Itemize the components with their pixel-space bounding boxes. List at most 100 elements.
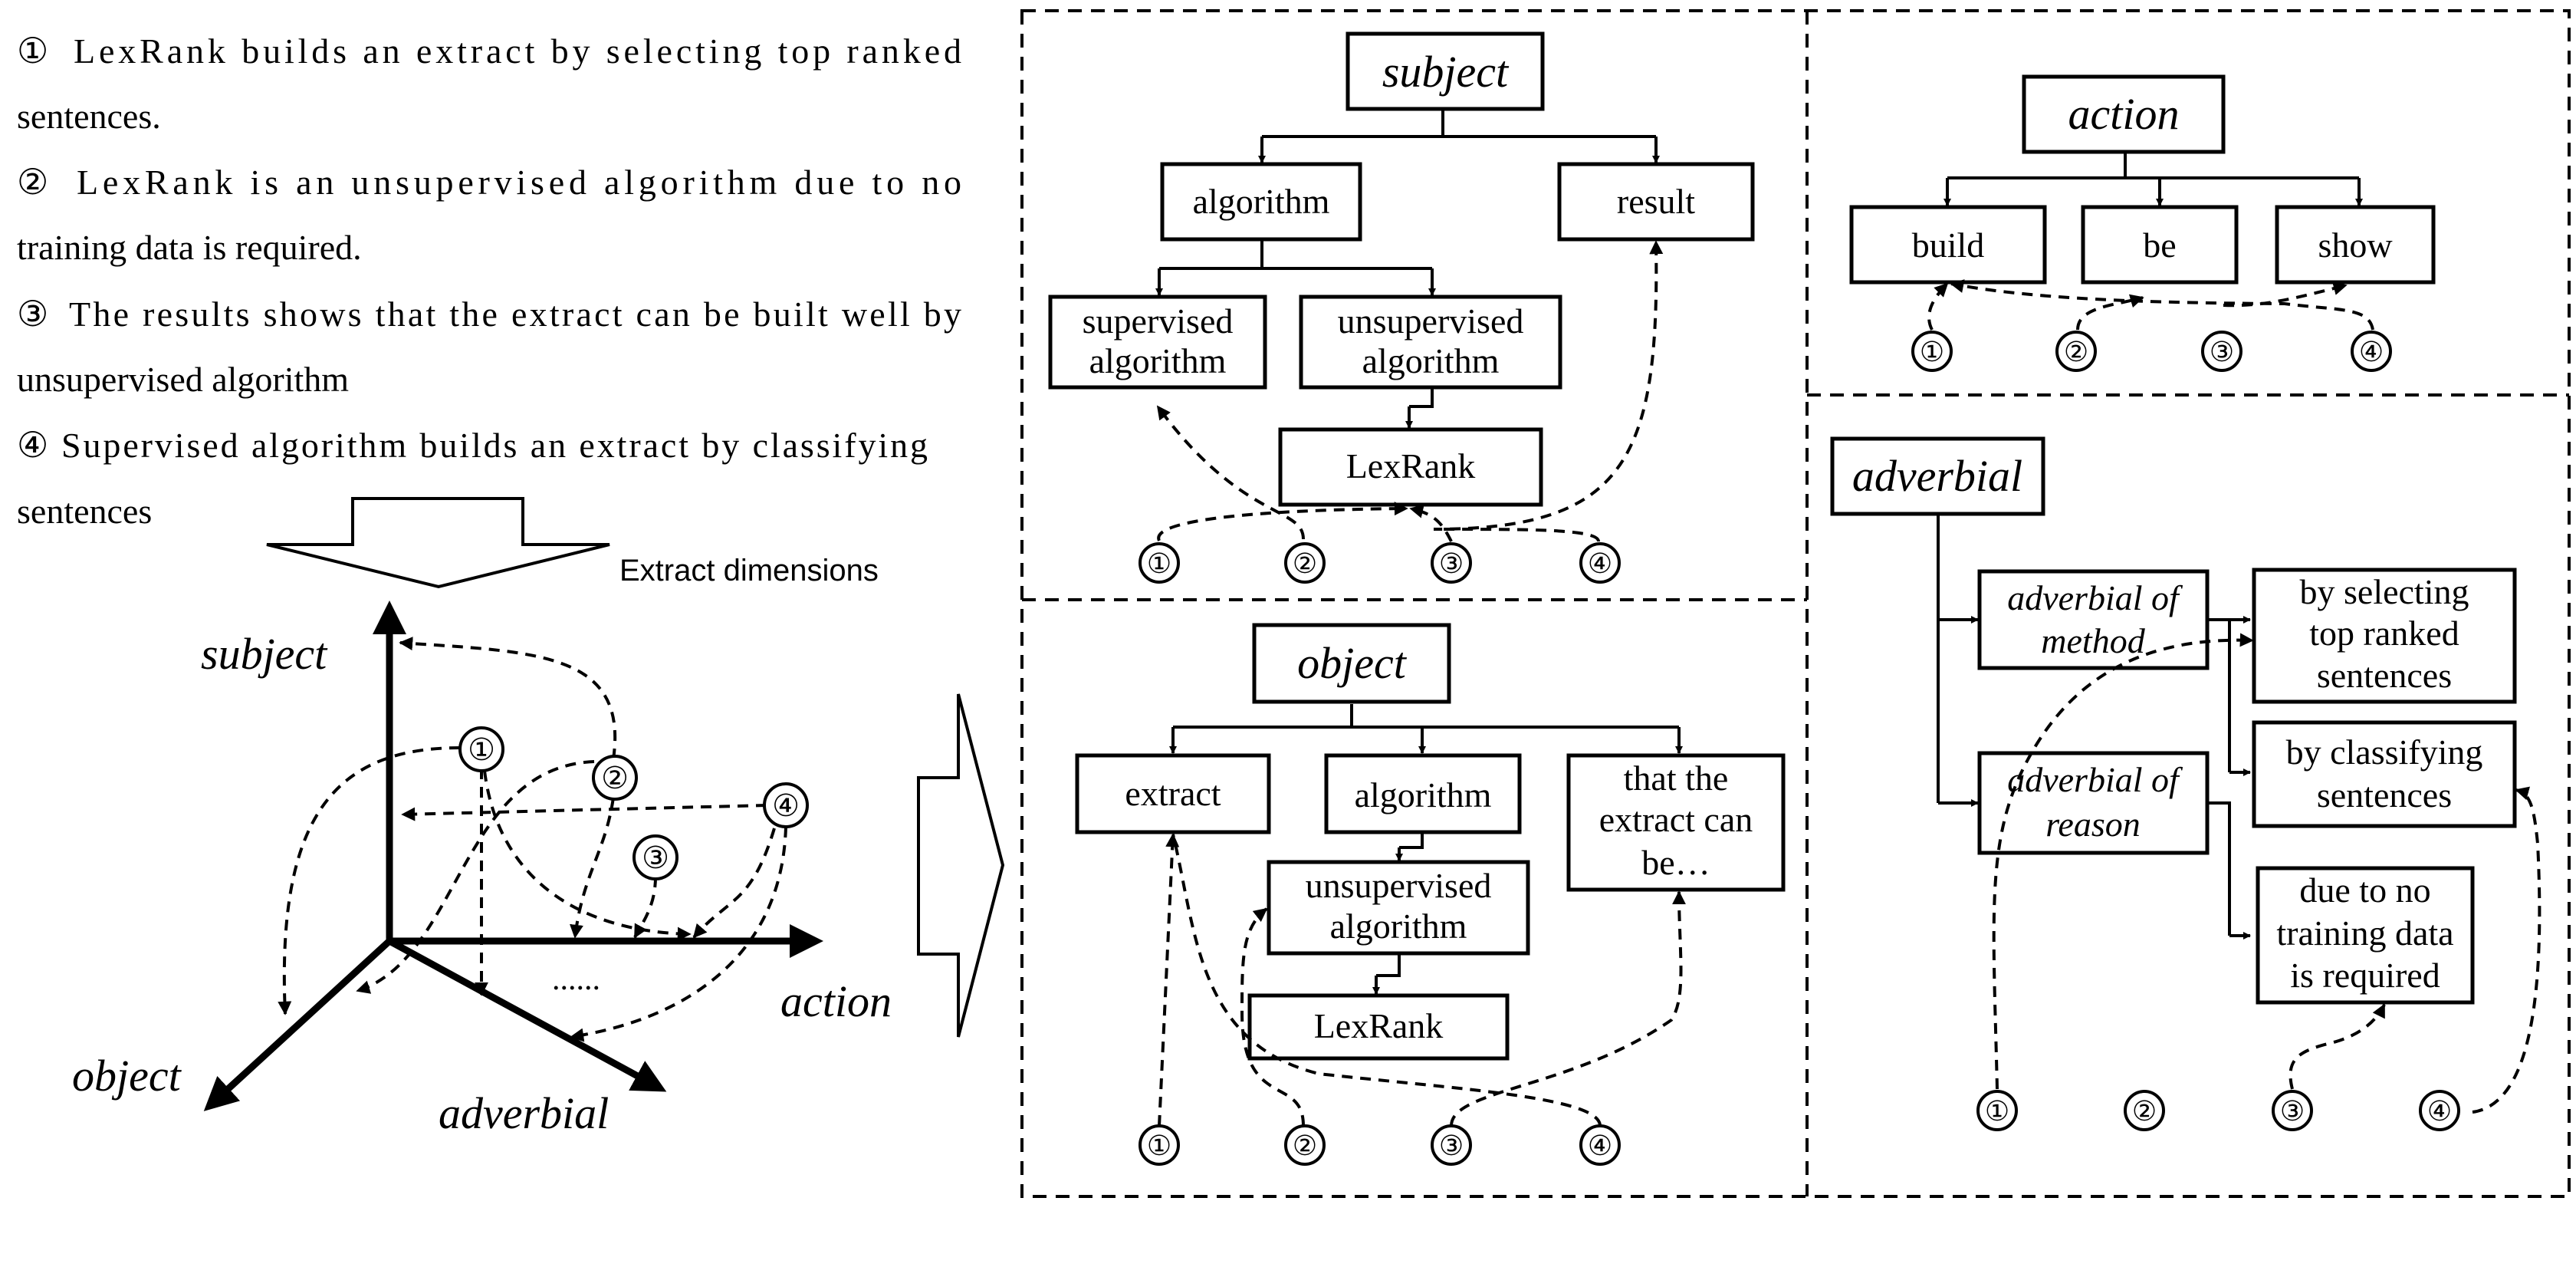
panels-frame — [1020, 9, 2571, 1198]
adverbial-due-node: due to no training data is required — [2256, 866, 2475, 1005]
svg-text:algorithm: algorithm — [1193, 182, 1330, 221]
svg-text:build: build — [1912, 225, 1985, 265]
svg-text:③: ③ — [642, 841, 669, 875]
svg-text:show: show — [2318, 225, 2393, 265]
link-4-to-adverbial — [570, 826, 787, 1042]
subject-axis-label: subject — [201, 629, 328, 679]
link-2-to-subject — [399, 637, 616, 760]
object-link-1 — [1158, 833, 1180, 1127]
object-that-node: that the extract can be… — [1566, 753, 1786, 892]
action-axis-label: action — [780, 976, 892, 1026]
subject-marker-4: ④ — [1579, 542, 1621, 584]
sentence-3-text: The results shows that the extract can b… — [69, 295, 961, 334]
sentence-3: ③ The results shows that the extract can… — [17, 295, 961, 399]
action-marker-3: ③ — [2201, 331, 2242, 372]
svg-text:algorithm: algorithm — [1089, 341, 1227, 380]
object-unsupervised-node: unsupervised algorithm — [1267, 860, 1530, 956]
adverbial-classifying-node: by classifying sentences — [2252, 720, 2517, 828]
svg-text:②: ② — [1293, 1130, 1317, 1161]
action-link-4 — [1950, 279, 2374, 331]
subject-marker-2: ② — [1284, 542, 1326, 584]
adverbial-axis-label: adverbial — [439, 1088, 609, 1138]
svg-text:extract: extract — [1125, 774, 1221, 813]
subject-lexrank-node: LexRank — [1278, 427, 1543, 507]
subject-link-1 — [1157, 502, 1408, 541]
svg-text:④: ④ — [1588, 1130, 1612, 1161]
svg-text:by selecting: by selecting — [2300, 572, 2469, 611]
svg-text:①: ① — [1985, 1096, 2009, 1127]
action-be-node: be — [2081, 205, 2239, 285]
adverbial-axis — [387, 938, 667, 1092]
svg-text:due to no: due to no — [2299, 870, 2430, 910]
action-link-2 — [2076, 294, 2144, 331]
svg-text:is required: is required — [2290, 956, 2440, 995]
object-axis — [203, 938, 393, 1111]
svg-text:object: object — [1297, 638, 1408, 688]
subject-link-4 — [1433, 240, 1664, 542]
axis-marker-4: ④ — [763, 782, 809, 828]
svg-text:①: ① — [1147, 1130, 1171, 1161]
sentence-2-number: ② — [17, 163, 48, 202]
svg-text:②: ② — [2132, 1096, 2157, 1127]
svg-text:unsupervised: unsupervised — [1306, 866, 1492, 905]
svg-text:LexRank: LexRank — [1346, 446, 1476, 485]
svg-text:④: ④ — [772, 788, 800, 823]
sentence-2-text: LexRank is an unsupervised algorithm due… — [77, 163, 961, 202]
subject-supervised-node: supervised algorithm — [1048, 295, 1267, 390]
adverbial-marker-4: ④ — [2419, 1090, 2460, 1131]
sentence-4-text-cont: sentences — [17, 492, 152, 531]
subject-root-node: subject — [1346, 31, 1545, 111]
adverbial-root-node: adverbial — [1830, 436, 2045, 516]
svg-text:adverbial of: adverbial of — [2007, 760, 2183, 799]
action-marker-1: ① — [1911, 331, 1953, 372]
axis-marker-3: ③ — [632, 834, 678, 880]
adverbial-marker-1: ① — [1976, 1090, 2018, 1131]
sentence-2-text-cont: training data is required. — [17, 228, 362, 267]
sentence-4-number: ④ — [17, 426, 48, 465]
object-marker-1: ① — [1138, 1124, 1180, 1166]
sentence-1-text: LexRank builds an extract by selecting t… — [74, 31, 961, 71]
svg-text:③: ③ — [2210, 337, 2234, 367]
svg-text:①: ① — [468, 732, 495, 767]
adverbial-method-node: adverbial of method — [1977, 569, 2210, 670]
subject-marker-1: ① — [1138, 542, 1180, 584]
adverbial-link-4 — [2472, 786, 2542, 1114]
sentence-1-number: ① — [17, 31, 48, 71]
adverbial-marker-3: ③ — [2272, 1090, 2313, 1131]
link-1-to-object — [278, 746, 461, 1015]
subject-link-2 — [1156, 405, 1305, 540]
object-lexrank-node: LexRank — [1247, 993, 1510, 1061]
svg-text:④: ④ — [2359, 337, 2384, 367]
svg-text:adverbial: adverbial — [1852, 451, 2022, 501]
svg-text:④: ④ — [1588, 548, 1612, 579]
sentence-list: ① LexRank builds an extract by selecting… — [17, 31, 961, 531]
svg-text:reason: reason — [2045, 805, 2141, 844]
object-extract-node: extract — [1075, 753, 1271, 834]
axis-marker-2: ② — [592, 755, 638, 801]
sentence-2: ② LexRank is an unsupervised algorithm d… — [17, 163, 961, 267]
adverbial-panel: adverbial adverbial of method adverbial … — [1830, 436, 2542, 1131]
sentence-3-number: ③ — [17, 295, 48, 334]
object-algorithm-node: algorithm — [1324, 753, 1522, 834]
svg-text:②: ② — [2064, 337, 2088, 367]
link-2-to-object — [356, 760, 595, 994]
svg-text:subject: subject — [1382, 47, 1510, 97]
svg-text:extract can: extract can — [1599, 800, 1753, 839]
action-panel: action build be show ① ② ③ ④ — [1849, 74, 2436, 372]
action-root-node: action — [2022, 74, 2226, 154]
svg-text:top ranked: top ranked — [2309, 614, 2459, 653]
svg-text:supervised: supervised — [1083, 301, 1234, 341]
svg-text:method: method — [2041, 621, 2145, 660]
sentence-1: ① LexRank builds an extract by selecting… — [17, 31, 961, 136]
adverbial-link-1 — [1992, 633, 2254, 1090]
right-arrow-icon — [917, 693, 1005, 1038]
axes-diagram: subject object action adverbial ...... ①… — [72, 601, 892, 1138]
extract-dimensions-label: Extract dimensions — [619, 554, 879, 587]
svg-text:③: ③ — [2280, 1096, 2305, 1127]
svg-text:be: be — [2143, 225, 2176, 265]
svg-text:that the: that the — [1624, 759, 1729, 798]
svg-text:action: action — [2068, 89, 2180, 139]
link-4-to-action — [692, 828, 776, 939]
object-marker-3: ③ — [1431, 1124, 1472, 1166]
object-marker-4: ④ — [1579, 1124, 1621, 1166]
